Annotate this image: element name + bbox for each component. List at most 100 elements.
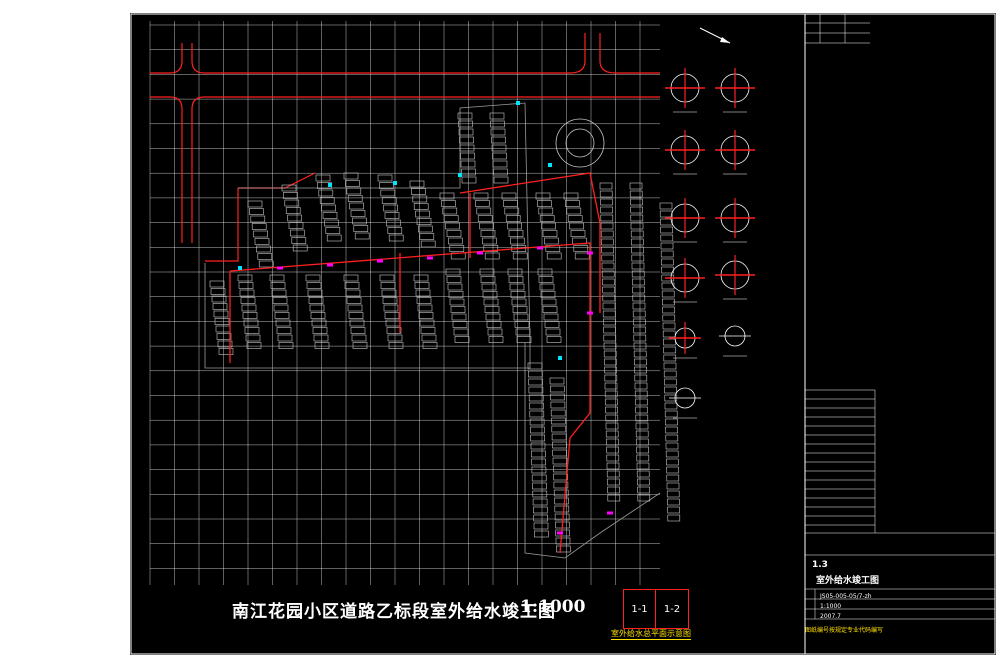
title-block-lines (805, 14, 995, 620)
building-unit (276, 327, 292, 334)
valve-marker (327, 263, 333, 267)
road-edge (205, 188, 239, 262)
valve-marker (277, 266, 283, 270)
water-supply-pipes (229, 101, 613, 554)
building-unit (271, 289, 287, 297)
building-unit (553, 489, 569, 497)
valve-marker (607, 511, 613, 515)
building-unit (604, 358, 617, 366)
building-unit (602, 286, 615, 294)
building-unit (493, 168, 508, 176)
building-unit (549, 385, 565, 393)
building-unit (253, 230, 268, 238)
building-unit (215, 325, 231, 333)
building-unit (636, 438, 649, 446)
building-unit (535, 192, 551, 200)
building-unit (605, 430, 619, 438)
building-unit (325, 227, 341, 234)
building-unit (448, 291, 464, 298)
building-unit (533, 506, 548, 514)
building-unit (310, 312, 326, 319)
building-unit (635, 414, 649, 422)
building-unit (510, 291, 526, 298)
building-unit (607, 478, 620, 486)
building-unit (529, 418, 545, 426)
building-unit (604, 382, 618, 390)
building-unit (421, 334, 437, 342)
building-unit (634, 374, 648, 382)
building-unit (554, 505, 570, 513)
building-unit (540, 291, 556, 298)
building-unit (514, 321, 530, 328)
building-unit (552, 457, 568, 465)
building-unit (606, 454, 620, 462)
building-unit (551, 433, 567, 441)
building-unit (660, 234, 674, 242)
footer-note: 图纸编号按规定专业代码编写 (805, 627, 884, 634)
building-unit (458, 120, 473, 128)
building-unit (567, 215, 583, 222)
building-unit (636, 462, 650, 470)
building-unit (527, 370, 543, 378)
building-unit (601, 238, 614, 246)
building-unit (631, 246, 644, 254)
building-unit (245, 334, 261, 342)
building-unit (257, 253, 273, 260)
building-unit (660, 226, 673, 234)
building-unit (256, 245, 271, 253)
building-unit (538, 276, 554, 283)
building-unit (346, 187, 362, 195)
building-unit (602, 302, 616, 310)
water-main (559, 313, 591, 554)
building-unit (243, 319, 259, 327)
building-unit (447, 283, 463, 291)
building-unit (218, 348, 234, 355)
building-unit (603, 342, 617, 350)
building-unit (660, 242, 674, 250)
building-unit (486, 321, 502, 328)
building-unit (274, 312, 290, 319)
building-unit (601, 246, 614, 254)
building-unit (459, 136, 474, 144)
building-unit (555, 537, 571, 545)
building-unit (662, 306, 675, 314)
building-unit (629, 182, 643, 190)
building-unit (606, 462, 620, 470)
building-unit (662, 298, 675, 306)
building-unit (507, 268, 523, 276)
building-unit (445, 222, 460, 230)
valve-marker (477, 251, 483, 255)
building-unit (513, 313, 529, 321)
building-unit (660, 250, 674, 258)
valve-well-details (665, 27, 755, 419)
building-unit (516, 336, 532, 343)
building-unit (290, 229, 305, 237)
building-unit (475, 200, 490, 207)
north-arrow-head (720, 37, 730, 43)
building-unit (420, 327, 436, 334)
building-unit (545, 328, 561, 336)
building-unit (631, 238, 644, 246)
road-edge (191, 43, 380, 74)
building-unit (491, 144, 507, 152)
building-unit (321, 204, 336, 212)
water-main (229, 242, 591, 313)
building-unit (385, 319, 401, 327)
building-unit (492, 160, 508, 168)
building-unit (630, 214, 644, 222)
building-unit (599, 182, 613, 190)
building-unit (272, 297, 288, 304)
building-unit (664, 378, 677, 386)
valve-marker (557, 531, 563, 535)
building-unit (460, 152, 475, 160)
building-unit (377, 174, 393, 182)
building-unit (538, 207, 554, 215)
building-unit (600, 214, 614, 222)
building-unit (633, 350, 647, 358)
building-unit (574, 252, 590, 260)
building-blocks (209, 112, 681, 553)
building-unit (484, 252, 500, 260)
building-unit (602, 278, 615, 286)
building-unit (409, 180, 425, 188)
building-unit (512, 252, 528, 260)
